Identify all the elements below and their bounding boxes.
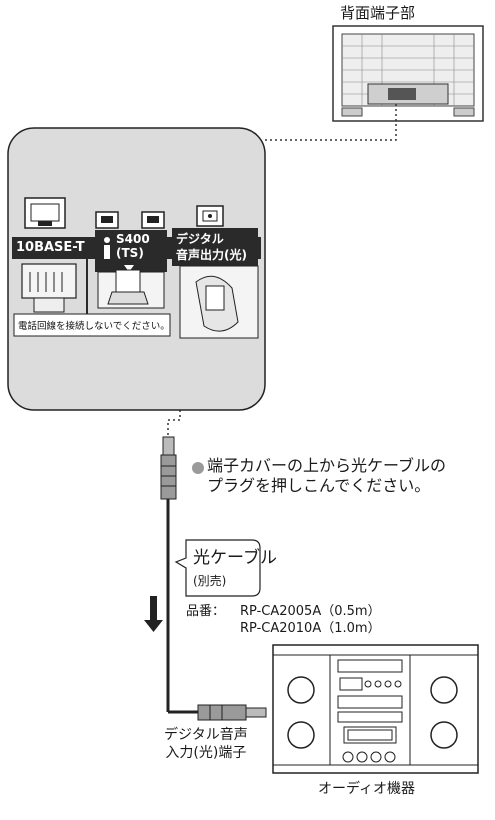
cable-note: (別売) — [193, 574, 227, 588]
s400-plug-illustration — [97, 269, 165, 309]
tv-rear-illustration — [332, 25, 484, 122]
optical-cable — [160, 436, 267, 721]
lan-port-icon — [24, 197, 66, 229]
cable-name: 光ケーブル — [193, 548, 277, 568]
s400-port-icons — [95, 211, 165, 229]
audio-device-illustration — [272, 644, 479, 774]
arrow-down-icon — [124, 265, 134, 272]
arrow-down-icon — [144, 596, 163, 632]
bullet-icon — [192, 462, 204, 474]
audio-device-label: オーディオ機器 — [318, 781, 416, 797]
cable-dotted-line — [167, 227, 208, 455]
digital-input-label: デジタル音声 入力(光)端子 — [164, 727, 248, 761]
s400-port-label: S400 (TS) — [116, 232, 150, 260]
optical-output-label: デジタル 音声出力(光) — [176, 232, 247, 262]
lan-port-label: 10BASE-T — [16, 240, 85, 255]
cable-callout-bubble — [174, 539, 261, 597]
part-number-2: RP-CA2010A（1.0m） — [240, 621, 381, 636]
optical-plug-illustration — [179, 265, 259, 339]
lan-plug-illustration — [21, 263, 77, 313]
part-number-label: 品番： — [186, 604, 226, 619]
part-number-1: RP-CA2005A（0.5m） — [240, 604, 381, 619]
warning-text: 電話回線を接続しないでください。 — [18, 321, 170, 332]
callout-line — [262, 104, 397, 141]
rear-terminal-label: 背面端子部 — [340, 4, 416, 22]
optical-port-icon — [196, 205, 224, 227]
instruction-text: 端子カバーの上から光ケーブルの プラグを押しこんでください。 — [207, 456, 447, 495]
info-icon — [104, 237, 110, 259]
